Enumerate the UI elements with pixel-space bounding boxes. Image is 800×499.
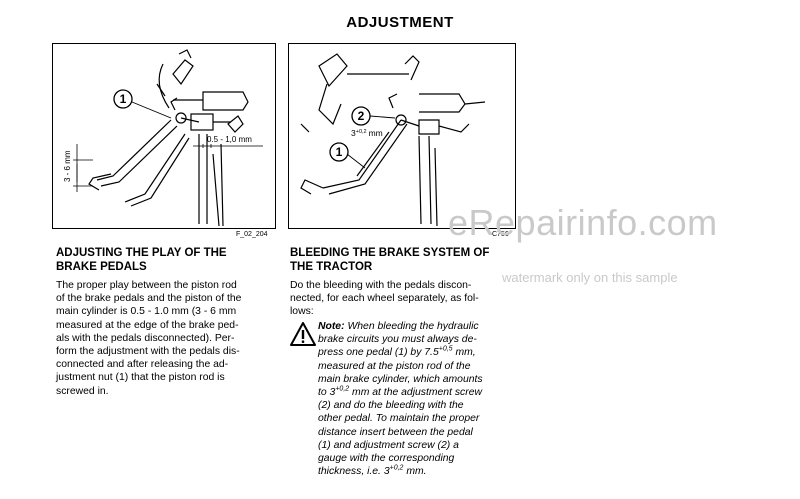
dim-vertical-label: 3 - 6 mm <box>63 150 72 182</box>
note-line: (2) and do the bleeding with the <box>318 400 464 412</box>
section-2-heading-line-2: THE TRACTOR <box>290 261 373 273</box>
page-title: ADJUSTMENT <box>346 14 454 31</box>
body-line: of the brake pedals and the piston of th… <box>56 293 242 305</box>
callout-1: 1 <box>336 145 343 159</box>
section-1-body: The proper play between the piston rod o… <box>56 279 274 398</box>
section-1-heading: ADJUSTING THE PLAY OF THE BRAKE PEDALS <box>56 246 276 274</box>
section-1-heading-line-2: BRAKE PEDALS <box>56 261 147 273</box>
section-2-heading: BLEEDING THE BRAKE SYSTEM OF THE TRACTOR <box>290 246 516 274</box>
body-line: main cylinder is 0.5 - 1.0 mm (3 - 6 mm <box>56 306 237 318</box>
body-line: lows: <box>290 306 314 318</box>
dim-horizontal-label: 0.5 - 1,0 mm <box>207 135 252 144</box>
body-line: connected and after releasing the ad- <box>56 359 229 371</box>
note-line: main brake cylinder, which amounts <box>318 373 483 385</box>
body-line: form the adjustment with the pedals dis- <box>56 346 240 358</box>
note-line: distance insert between the pedal <box>318 426 473 438</box>
note-body: Note: When bleeding the hydraulic brake … <box>318 320 514 478</box>
brake-pedal-drawing: 1 3 - 6 mm 0.5 - 1,0 mm <box>63 49 263 227</box>
note-line: other pedal. To maintain the proper <box>318 413 480 425</box>
body-line: measured at the edge of the brake ped- <box>56 319 239 331</box>
note-line: press one pedal (1) by 7.5+0,5 mm, <box>318 345 476 359</box>
watermark-note: watermark only on this sample <box>502 270 678 285</box>
body-line: nected, for each wheel separately, as fo… <box>290 293 479 305</box>
warning-icon <box>290 322 316 346</box>
watermark-site: eRepairinfo.com <box>448 202 718 243</box>
figure-1-code: F_02_204 <box>236 231 268 238</box>
note-line: brake circuits you must always de- <box>318 334 477 346</box>
section-1-heading-line-1: ADJUSTING THE PLAY OF THE <box>56 247 227 259</box>
body-line: screwed in. <box>56 385 109 397</box>
callout-2: 2 <box>358 109 365 123</box>
note-line: thickness, i.e. 3+0,2 mm. <box>318 464 427 478</box>
note-line: (1) and adjustment screw (2) a <box>318 439 459 451</box>
section-2-body: Do the bleeding with the pedals discon- … <box>290 279 512 319</box>
body-line: The proper play between the piston rod <box>56 280 237 291</box>
note-line: Note: When bleeding the hydraulic <box>318 321 479 332</box>
section-2-heading-line-1: BLEEDING THE BRAKE SYSTEM OF <box>290 247 490 259</box>
note-line: measured at the piston rod of the <box>318 360 471 372</box>
figure-brake-pedal-play: 1 3 - 6 mm 0.5 - 1,0 mm <box>52 43 276 229</box>
note-label: Note: <box>318 321 345 332</box>
body-line: justment nut (1) that the piston rod is <box>56 372 225 384</box>
callout-1: 1 <box>120 92 127 106</box>
note-line: to 3+0,2 mm at the adjustment screw <box>318 385 482 399</box>
body-line: als with the pedals disconnected). Per- <box>56 332 235 344</box>
note-line: gauge with the corresponding <box>318 453 455 465</box>
figure-2-code: C756 <box>492 231 509 238</box>
body-line: Do the bleeding with the pedals discon- <box>290 280 472 291</box>
